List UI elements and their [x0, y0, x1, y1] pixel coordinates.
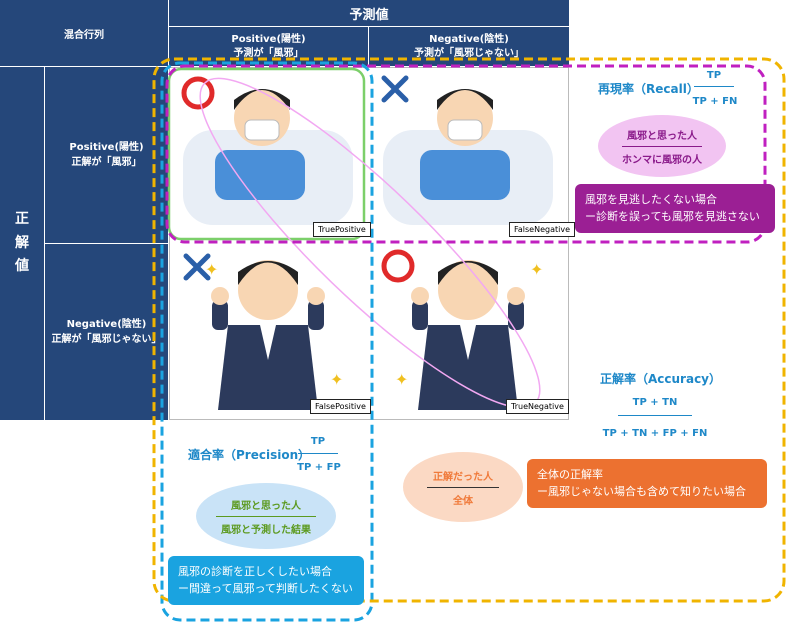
wrong-mark-icon: [183, 253, 211, 281]
svg-text:✦: ✦: [530, 260, 543, 279]
fn-label: FalseNegative: [509, 222, 575, 237]
precision-region: [160, 61, 374, 622]
precision-denominator: TP + FP: [297, 462, 341, 473]
recall-denominator: TP + FN: [692, 96, 738, 107]
tp-highlight: [167, 67, 366, 241]
svg-text:✦: ✦: [330, 370, 343, 389]
accuracy-note: 全体の正解率 ー風邪じゃない場合も含めて知りたい場合: [527, 459, 767, 508]
healthy-person-icon: ✦ ✦: [395, 260, 543, 410]
fp-label: FalsePositive: [310, 399, 371, 414]
recall-region: [165, 64, 767, 244]
precision-bubble: 風邪と思った人 風邪と予測した結果: [196, 483, 336, 549]
recall-note: 風邪を見逃したくない場合 ー診断を誤っても風邪を見逃さない: [575, 184, 775, 233]
wrong-mark-icon: [381, 75, 409, 103]
recall-title: 再現率（Recall）: [598, 82, 699, 96]
actual-header: 正 解 値: [0, 67, 44, 420]
accuracy-region: [152, 57, 786, 603]
sick-person-icon: [183, 89, 353, 225]
precision-fraction-line: [298, 453, 338, 454]
accuracy-fraction-line: [618, 415, 692, 416]
sick-person-icon: [383, 89, 553, 225]
tn-label: TrueNegative: [506, 399, 569, 414]
accuracy-numerator: TP + TN: [632, 397, 678, 408]
accuracy-bubble: 正解だった人 全体: [403, 452, 523, 522]
actual-negative-header: Negative(陰性) 正解が「風邪じゃない」: [45, 244, 168, 420]
matrix-corner-label: 混合行列: [64, 29, 104, 41]
precision-note: 風邪の診断を正しくしたい場合 ー間違って風邪って判断したくない: [168, 556, 364, 605]
tp-label: TruePositive: [313, 222, 371, 237]
precision-numerator: TP: [310, 436, 326, 447]
actual-positive-header: Positive(陽性) 正解が「風邪」: [45, 67, 168, 243]
correct-mark-icon: [181, 76, 215, 110]
recall-fraction-line: [694, 86, 734, 87]
accuracy-title: 正解率（Accuracy）: [600, 372, 722, 386]
precision-title: 適合率（Precision）: [188, 448, 311, 462]
healthy-person-icon: ✦ ✦: [205, 260, 343, 410]
correct-mark-icon: [381, 249, 415, 283]
predicted-header: 予測値: [169, 0, 569, 26]
svg-text:✦: ✦: [395, 370, 408, 389]
accuracy-denominator: TP + TN + FP + FN: [602, 428, 708, 439]
svg-text:✦: ✦: [205, 260, 218, 279]
recall-numerator: TP: [706, 70, 722, 81]
matrix-corner: 混合行列: [0, 0, 168, 66]
recall-bubble: 風邪と思った人 ホンマに風邪の人: [598, 115, 726, 177]
